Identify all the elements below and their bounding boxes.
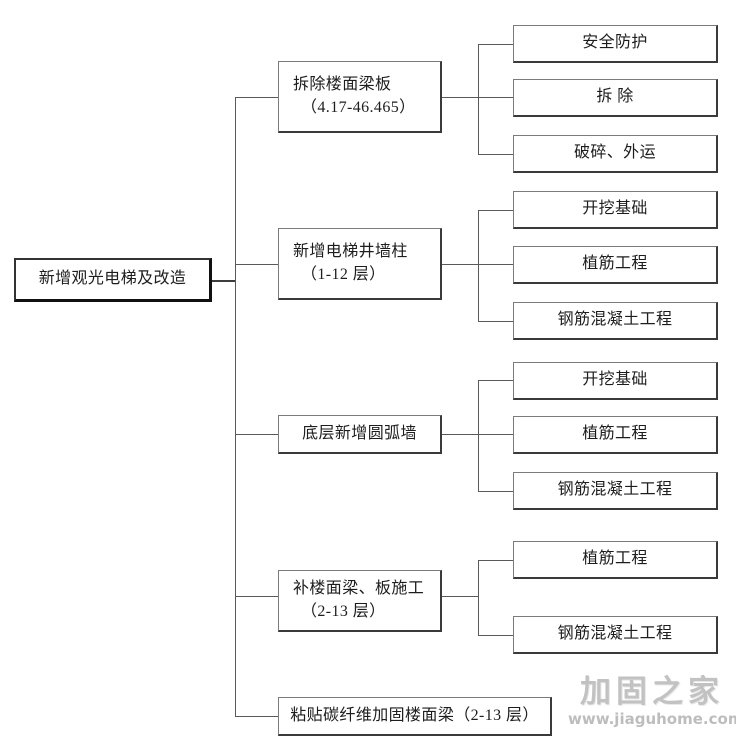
node-branch-2-child-2[interactable]: 植筋工程: [513, 246, 718, 284]
node-branch-2[interactable]: 新增电梯井墙柱 （1-12 层）: [278, 228, 442, 300]
connector-trunk-to-branch-4: [235, 596, 278, 597]
connector-trunk-to-branch-2: [235, 264, 278, 265]
connector-branch-4-to-subtrunk: [442, 596, 478, 597]
node-branch-3-child-2-label: 植筋工程: [582, 425, 648, 443]
node-branch-2-child-1-label: 开挖基础: [582, 200, 648, 218]
node-branch-4-child-1-label: 植筋工程: [582, 550, 648, 568]
node-root-label: 新增观光电梯及改造: [38, 270, 187, 288]
node-branch-1-child-2[interactable]: 拆 除: [513, 79, 718, 117]
node-branch-1[interactable]: 拆除楼面梁板 （4.17-46.465）: [278, 61, 442, 133]
connector-branch-2-child-3: [478, 321, 513, 322]
connector-branch-3-child-3: [478, 491, 513, 492]
node-branch-4-child-2[interactable]: 钢筋混凝土工程: [513, 616, 718, 654]
node-branch-2-child-3[interactable]: 钢筋混凝土工程: [513, 302, 718, 340]
watermark-brand: 加固之家: [580, 674, 724, 710]
connector-branch-1-child-2: [478, 97, 513, 98]
node-branch-5-label: 粘贴碳纤维加固楼面梁（2-13 层）: [290, 706, 539, 724]
connector-root-to-trunk: [212, 280, 236, 282]
connector-trunk-to-branch-3: [235, 434, 278, 435]
node-branch-2-label: 新增电梯井墙柱: [293, 242, 408, 260]
node-branch-1-child-2-label: 拆 除: [596, 88, 634, 106]
connector-branch-3-to-subtrunk: [442, 434, 478, 435]
connector-branch-4-child-2: [478, 635, 513, 636]
connector-branch-2-child-2: [478, 264, 513, 265]
connector-branch-1-to-subtrunk: [442, 97, 478, 98]
connector-branch-4-child-1: [478, 560, 513, 561]
node-branch-1-child-3[interactable]: 破碎、外运: [513, 135, 718, 173]
connector-branch-1-child-3: [478, 154, 513, 155]
connector-trunk-to-branch-5: [235, 716, 278, 717]
connector-branch-3-child-1: [478, 380, 513, 381]
node-branch-4-child-2-label: 钢筋混凝土工程: [557, 625, 673, 643]
node-branch-1-label: 拆除楼面梁板: [293, 75, 392, 93]
connector-trunk-to-branch-1: [235, 97, 278, 98]
node-branch-4-label: 补楼面梁、板施工: [293, 579, 425, 597]
connector-branch-3-child-2: [478, 434, 513, 435]
subtrunk-branch-1: [478, 44, 479, 154]
node-branch-1-child-3-label: 破碎、外运: [573, 144, 656, 162]
node-branch-4-sublabel: （2-13 层）: [301, 602, 386, 620]
node-branch-4[interactable]: 补楼面梁、板施工 （2-13 层）: [278, 570, 442, 632]
node-branch-5[interactable]: 粘贴碳纤维加固楼面梁（2-13 层）: [278, 697, 552, 736]
node-branch-1-child-1-label: 安全防护: [582, 34, 648, 52]
node-branch-3-child-2[interactable]: 植筋工程: [513, 416, 718, 454]
node-branch-2-child-3-label: 钢筋混凝土工程: [557, 311, 673, 329]
node-branch-3-child-3-label: 钢筋混凝土工程: [557, 481, 673, 499]
subtrunk-branch-4: [478, 560, 479, 635]
subtrunk-branch-2: [478, 210, 479, 321]
connector-branch-1-child-1: [478, 44, 513, 45]
connector-main-trunk: [235, 97, 236, 717]
watermark: 加固之家 www.jiaguhome.com: [568, 676, 736, 740]
node-branch-2-child-2-label: 植筋工程: [582, 255, 648, 273]
node-branch-3-child-1-label: 开挖基础: [582, 371, 648, 389]
node-branch-3-child-1[interactable]: 开挖基础: [513, 362, 718, 400]
node-root[interactable]: 新增观光电梯及改造: [14, 258, 212, 302]
node-branch-1-sublabel: （4.17-46.465）: [301, 98, 416, 116]
node-branch-4-child-1[interactable]: 植筋工程: [513, 541, 718, 579]
node-branch-3-label: 底层新增圆弧墙: [302, 424, 417, 442]
node-branch-2-child-1[interactable]: 开挖基础: [513, 191, 718, 229]
node-branch-2-sublabel: （1-12 层）: [301, 265, 386, 283]
connector-branch-2-child-1: [478, 210, 513, 211]
watermark-url: www.jiaguhome.com: [568, 709, 736, 728]
subtrunk-branch-3: [478, 380, 479, 491]
node-branch-3[interactable]: 底层新增圆弧墙: [278, 415, 442, 454]
connector-branch-2-to-subtrunk: [442, 264, 478, 265]
node-branch-1-child-1[interactable]: 安全防护: [513, 25, 718, 63]
node-branch-3-child-3[interactable]: 钢筋混凝土工程: [513, 472, 718, 510]
